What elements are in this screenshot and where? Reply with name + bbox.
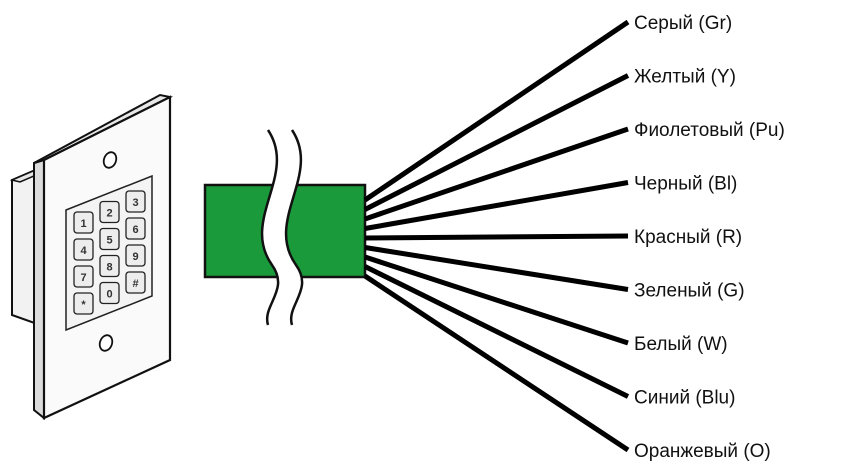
wire-label: Оранжевый (O): [634, 441, 771, 462]
wire-label: Красный (R): [634, 227, 742, 248]
wire-label: Зеленый (G): [634, 281, 745, 302]
key-label: 1: [80, 218, 86, 230]
key-cap: [73, 265, 94, 288]
key-2: 2: [99, 200, 120, 224]
key-8: 8: [99, 254, 120, 278]
key-cap: [125, 271, 146, 294]
wire-label: Серый (Gr): [634, 13, 732, 34]
key-cap: [73, 238, 94, 261]
keypad-plate-side: [33, 158, 45, 421]
key-cap: [125, 190, 146, 213]
key-9: 9: [125, 244, 146, 267]
key-cap: [73, 292, 94, 315]
key-label: 0: [106, 289, 112, 301]
wire-line: [364, 254, 629, 346]
wire-label: Черный (Bl): [634, 174, 737, 195]
key-cap: [73, 211, 94, 234]
cable-break-mark-right: [284, 129, 304, 326]
key-5: 5: [99, 227, 120, 251]
key-cap: [99, 227, 120, 251]
key-cap: [125, 244, 146, 267]
key-3: 3: [125, 190, 146, 213]
key-label: 4: [80, 245, 87, 257]
bottom-screw-hole: [98, 334, 114, 352]
key-label: 6: [132, 224, 138, 236]
wire-line: [363, 264, 630, 399]
key-cap: [99, 281, 120, 305]
wire-label: Синий (Blu): [634, 388, 735, 409]
wire-line: [364, 233, 629, 241]
key-6: 6: [125, 217, 146, 240]
key-4: 4: [73, 238, 94, 261]
wire-line: [363, 19, 630, 203]
wire-line: [364, 126, 629, 222]
key-label: 9: [132, 251, 138, 263]
key-label: *: [81, 299, 86, 311]
keypad-device: 1 2 3 4 5 6 7 8 9 * 0 #: [9, 93, 174, 421]
key-label: 2: [106, 208, 112, 220]
wire-line: [363, 73, 630, 212]
cable: [203, 129, 367, 326]
wire-label: Желтый (Y): [634, 67, 736, 88]
wire-line: [363, 273, 630, 453]
key-label: 5: [106, 235, 112, 247]
key-label: 8: [106, 262, 112, 274]
wire-label: Фиолетовый (Pu): [634, 120, 785, 141]
key-cap: [99, 200, 120, 224]
key-cap: [99, 254, 120, 278]
key-1: 1: [73, 211, 94, 234]
key-star: *: [73, 292, 94, 315]
wires: Серый (Gr) Желтый (Y) Фиолетовый (Pu) Черны…: [363, 13, 785, 462]
wire-line: [364, 245, 629, 292]
key-label: 7: [80, 272, 86, 284]
key-hash: #: [125, 271, 146, 294]
key-cap: [125, 217, 146, 240]
key-label: #: [132, 278, 138, 290]
cable-break-mark-left: [260, 129, 280, 326]
keypad-keys: 1 2 3 4 5 6 7 8 9 * 0 #: [73, 190, 146, 315]
wire-line: [364, 180, 629, 231]
cable-break-gap: [262, 130, 303, 325]
top-screw-hole: [102, 151, 118, 169]
key-7: 7: [73, 265, 94, 288]
key-0: 0: [99, 281, 120, 305]
wire-label: Белый (W): [634, 334, 728, 355]
key-label: 3: [132, 197, 138, 209]
